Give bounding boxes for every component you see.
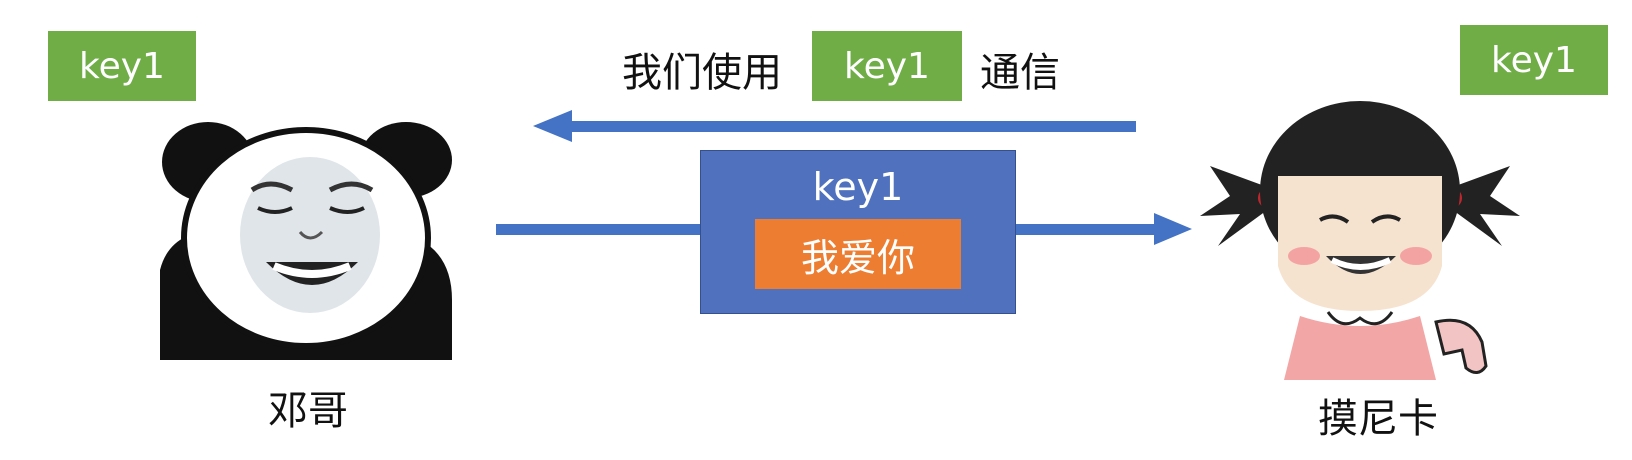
- message-content: 我爱你: [755, 219, 961, 289]
- right-party-name: 摸尼卡: [1318, 396, 1438, 442]
- agreement-prefix: 我们使用: [622, 50, 782, 96]
- message-key-label: key1: [812, 165, 904, 209]
- agreement-key-badge: key1: [812, 31, 962, 101]
- agreement-suffix: 通信: [980, 50, 1060, 96]
- right-key-badge: key1: [1460, 25, 1608, 95]
- panda-avatar-icon: [160, 122, 452, 360]
- left-arrow: [533, 110, 1136, 142]
- girl-avatar-icon: [1200, 101, 1520, 380]
- left-key-badge: key1: [48, 31, 196, 101]
- encrypted-message-box: key1 我爱你: [700, 150, 1016, 314]
- left-party-name: 邓哥: [268, 388, 348, 434]
